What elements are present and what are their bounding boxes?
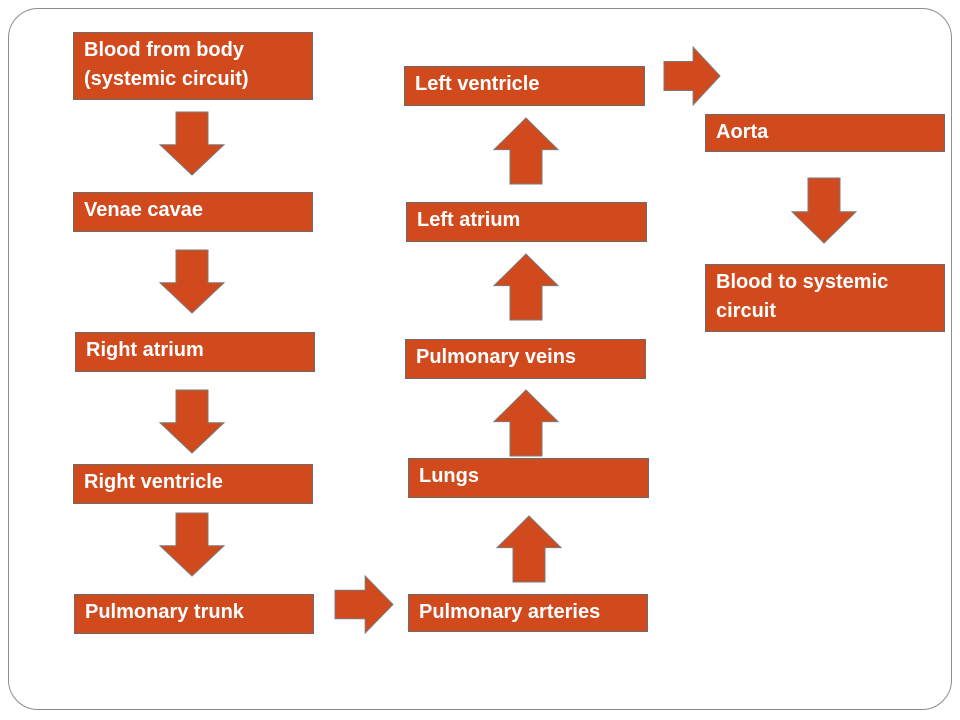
node-label-line: Venae cavae <box>84 199 203 221</box>
arrow-up-icon <box>492 117 560 185</box>
arrow-right-icon <box>334 574 394 635</box>
node-aorta: Aorta <box>705 114 945 152</box>
arrow-down-icon <box>158 512 226 577</box>
node-label-line: Pulmonary veins <box>416 346 577 368</box>
node-label-line: (systemic circuit) <box>84 68 249 90</box>
node-label-line: Lungs <box>419 465 479 487</box>
arrow-down-icon <box>158 389 226 454</box>
arrow-up-icon <box>492 389 560 457</box>
node-label-line: Blood from body <box>84 39 244 61</box>
node-label-line: Pulmonary trunk <box>85 601 244 623</box>
node-label-line: circuit <box>716 300 777 322</box>
node-label-line: Aorta <box>716 121 769 143</box>
node-pulmonary-trunk: Pulmonary trunk <box>74 594 314 634</box>
node-right-atrium: Right atrium <box>75 332 315 372</box>
node-label-line: Blood to systemic <box>716 271 889 293</box>
node-venae-cavae: Venae cavae <box>73 192 313 232</box>
arrow-down-icon <box>158 249 226 314</box>
node-label-line: Pulmonary arteries <box>419 601 601 623</box>
node-lungs: Lungs <box>408 458 649 498</box>
node-label-line: Left ventricle <box>415 73 540 95</box>
arrow-right-icon <box>663 45 721 107</box>
node-label-line: Left atrium <box>417 209 521 231</box>
node-blood-from-body: Blood from body (systemic circuit) <box>73 32 313 100</box>
node-label-line: Right atrium <box>86 339 204 361</box>
node-label-line: Right ventricle <box>84 471 223 493</box>
node-blood-to-systemic: Blood to systemic circuit <box>705 264 945 332</box>
arrow-down-icon <box>158 111 226 176</box>
arrow-up-icon <box>495 515 563 583</box>
node-right-ventricle: Right ventricle <box>73 464 313 504</box>
node-pulmonary-veins: Pulmonary veins <box>405 339 646 379</box>
arrow-up-icon <box>492 253 560 321</box>
node-left-ventricle: Left ventricle <box>404 66 645 106</box>
arrow-down-icon <box>790 177 858 244</box>
node-pulmonary-arteries: Pulmonary arteries <box>408 594 648 632</box>
node-left-atrium: Left atrium <box>406 202 647 242</box>
